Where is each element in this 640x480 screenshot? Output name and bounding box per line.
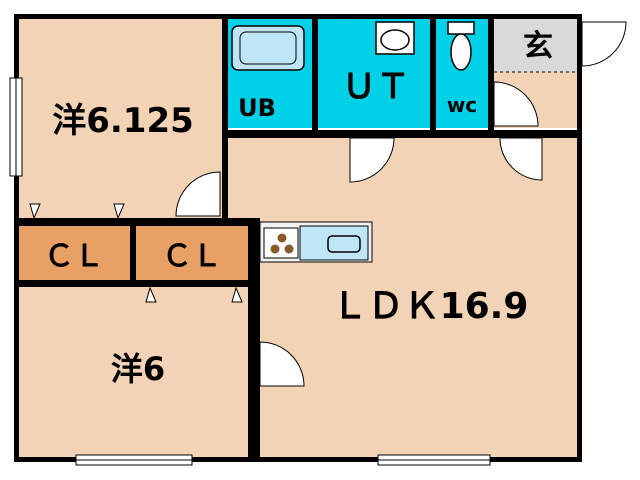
- door-entrance: [581, 21, 627, 67]
- door-utility: [349, 137, 395, 183]
- washbasin-icon: [375, 21, 415, 55]
- western-1-label: 洋6.125: [52, 101, 194, 141]
- room-closet-2: [136, 226, 248, 281]
- door-western-2: [259, 341, 305, 387]
- closet-2-label: ＣＬ: [162, 239, 222, 274]
- room-closet-1: [18, 226, 130, 281]
- windows: [9, 77, 491, 466]
- room-ldk: [228, 138, 578, 458]
- door-toilet: [493, 81, 539, 127]
- room-entrance: [494, 18, 578, 72]
- closet-1-label: ＣＬ: [44, 239, 104, 274]
- utility-label: ＵＴ: [342, 67, 410, 107]
- doors: [29, 21, 627, 387]
- western-2-label: 洋6: [111, 350, 165, 388]
- toilet-icon: [447, 21, 475, 71]
- sink-icon: [299, 225, 369, 261]
- walls: [14, 14, 582, 462]
- bathtub-icon: [231, 25, 305, 71]
- unit-bath-label: UB: [238, 94, 276, 122]
- door-western-1: [175, 171, 221, 217]
- entrance-label: 玄: [523, 29, 553, 64]
- stove-icon: [263, 227, 299, 259]
- room-western-2: [18, 286, 250, 458]
- door-ldk-hall: [499, 137, 543, 181]
- toilet-label: wc: [447, 93, 477, 117]
- ldk-label: ＬＤＫ16.9: [332, 286, 529, 327]
